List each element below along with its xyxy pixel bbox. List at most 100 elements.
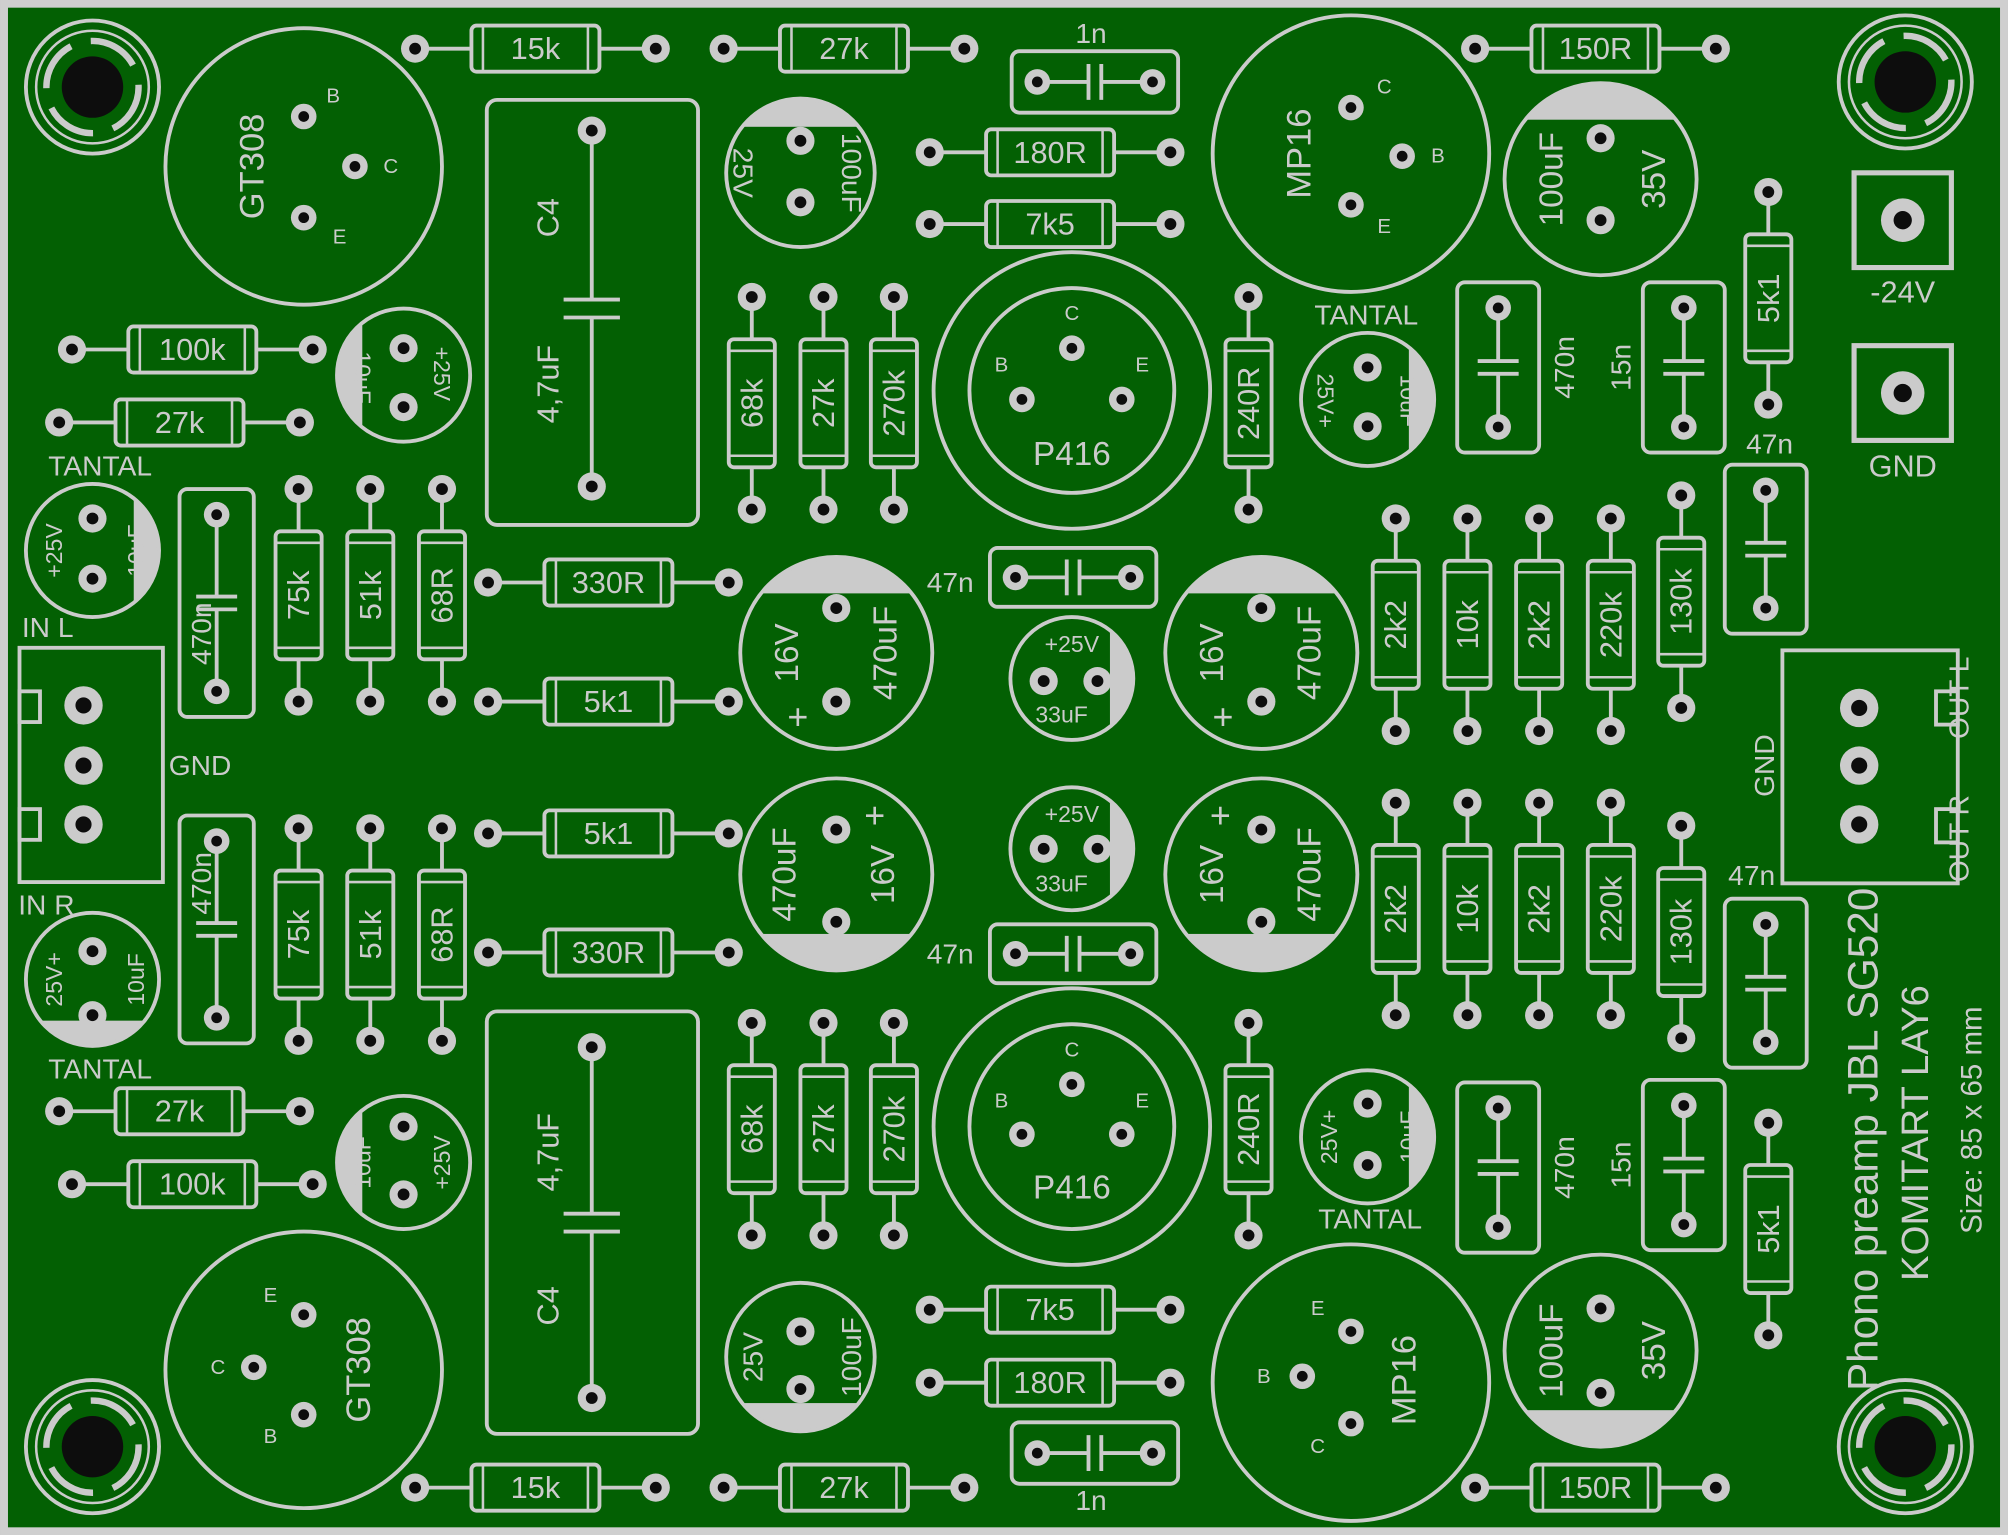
drill-hole [1066,1078,1078,1090]
resistor-body [984,1284,1117,1335]
capacitor-value: 470uF [767,827,804,921]
resistor-body [126,1159,259,1210]
resistor-68R: 68R [417,474,467,716]
resistor-value: 10k [1450,884,1485,934]
drill-hole [1469,1481,1482,1494]
drill-hole [1675,702,1688,714]
drill-hole [1389,1009,1402,1022]
capacitor-15n: 15n [1606,1077,1727,1253]
drill-hole [1709,1481,1722,1494]
drill-hole [1533,512,1546,525]
connector-outline [1780,648,1960,886]
drill-hole [409,1481,422,1494]
capacitor-voltage: 16V [865,844,902,904]
capacitor-47n: 47n [927,546,1159,609]
resistor-330R: 330R [473,557,743,608]
transistor-outline [163,1229,444,1511]
capacitor-voltage: +25V [429,1135,455,1190]
hole-ring-outer [23,18,161,156]
pin-label-c: C [211,1356,226,1379]
resistor-body [726,1063,777,1196]
drill-hole [293,416,306,429]
drill-hole [1164,1303,1177,1316]
resistor-220k: 220k [1585,504,1636,746]
drill-hole [1031,1447,1043,1459]
drill-hole [211,1012,223,1024]
resistor-5k1: 5k1 [1743,1108,1794,1350]
resistor-value: 270k [876,1095,911,1162]
capacitor-voltage: +25V [429,347,455,402]
hole-keepout-arcs [43,1397,142,1496]
capacitor-outline [1502,81,1699,278]
drill-hole [1492,1221,1504,1233]
capacitor-outline [1502,1252,1699,1449]
drill-hole [1147,1447,1158,1459]
drill-hole [53,416,66,429]
drill-hole [1091,842,1104,855]
capacitor-outline [724,96,877,250]
connector-latch [1934,689,1960,727]
resistor-value: 51k [353,909,388,959]
drill-hole [436,483,448,495]
resistor-value: 68k [734,1104,769,1154]
capacitor-value: 1n [1075,1485,1106,1516]
drill-hole [86,512,99,525]
resistor-body [1656,866,1707,998]
capacitor-value: 33uF [1035,870,1088,896]
capacitor-outline [484,97,700,527]
drill-hole [1851,816,1868,833]
drill-hole [292,1034,305,1047]
drill-hole [1066,342,1078,354]
drill-hole [1594,132,1607,145]
capacitor-470n: 470n [1455,1080,1580,1255]
power-pad-outline [1851,343,1954,443]
drill-hole [1675,489,1688,502]
drill-hole [1242,503,1255,516]
drill-hole [585,1392,598,1404]
capacitor-value: 470n [1549,1136,1580,1199]
resistor-body [542,676,675,727]
resistor-body [1585,843,1636,975]
drill-hole [1604,1009,1617,1022]
drill-hole [66,1178,78,1191]
resistor-body [726,337,777,470]
drill-hole [1893,211,1912,230]
capacitor-voltage: 25V [727,148,758,198]
capacitor-outline [177,487,256,719]
capacitor-47n: 47n [1722,429,1809,636]
drill-hole [923,218,936,230]
drill-hole [649,42,662,55]
resistor-body [345,529,396,662]
connector-latch [17,807,42,842]
capacitor-outline [987,546,1159,609]
drill-hole [794,1383,807,1395]
resistor-130k: 130k [1656,481,1707,723]
resistor-value: 75k [281,909,316,959]
drill-hole [349,161,361,172]
drill-hole [923,146,936,159]
drill-hole [1345,1326,1357,1337]
resistor-value: 2k2 [1522,884,1557,934]
drill-hole [1760,602,1772,614]
capacitor-voltage: 25V+ [1316,1110,1342,1164]
hole-keepout-arcs [43,37,142,137]
resistor-5k1: 5k1 [473,808,743,859]
resistor-body [798,337,849,470]
capacitor-outline [738,554,935,751]
capacitor-value: 47n [927,567,974,598]
hole-ring-outer [1836,1378,1974,1516]
pin-label-b: B [995,353,1009,376]
capacitor-outline [1640,280,1727,455]
drill-hole [1893,383,1912,403]
hole-ring-outer [23,1378,161,1516]
resistor-240R: 240R [1223,1008,1274,1250]
drill-hole [1016,394,1028,405]
drill-hole [364,1034,377,1047]
capacitor-47n: 47n [1722,860,1809,1070]
hole-drill [61,1415,124,1478]
drill-hole [364,483,377,495]
